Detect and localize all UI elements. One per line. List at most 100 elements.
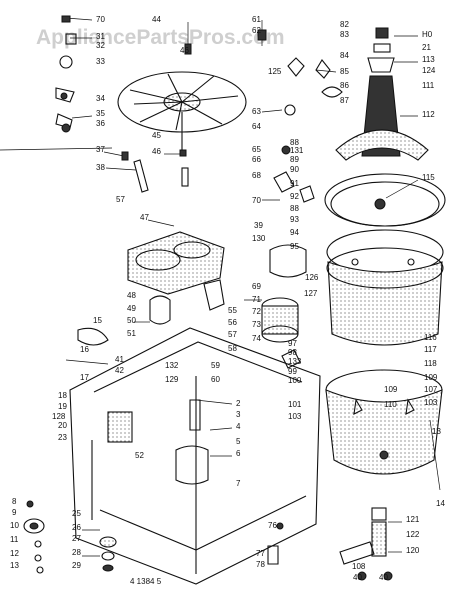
part-number-label: 85 bbox=[340, 67, 349, 76]
part-number-label: 13 bbox=[10, 561, 19, 570]
part-number-label: 115 bbox=[422, 173, 435, 182]
part-number-label: 36 bbox=[96, 119, 105, 128]
part-number-label: 103 bbox=[288, 412, 302, 421]
part-number-label: 2 bbox=[236, 399, 241, 408]
part-number-label: 66 bbox=[252, 155, 261, 164]
part-number-label: 120 bbox=[406, 546, 420, 555]
watermark: AppliancePartsPros.com bbox=[36, 26, 285, 49]
part-number-label: 73 bbox=[252, 320, 261, 329]
part-number-label: 38 bbox=[96, 163, 105, 172]
part-number-label: 113 bbox=[422, 55, 435, 64]
part-number-label: 46 bbox=[152, 147, 161, 156]
part-number-label: 91 bbox=[290, 179, 299, 188]
part-number-label: 7 bbox=[236, 479, 241, 488]
part-number-label: 83 bbox=[340, 30, 349, 39]
part-number-label: 82 bbox=[340, 20, 349, 29]
part-number-label: 27 bbox=[72, 534, 81, 543]
part-number-label: 34 bbox=[96, 94, 105, 103]
part-number-label: 86 bbox=[340, 81, 349, 90]
part-number-label: 132 bbox=[165, 361, 179, 370]
part-number-label: 63 bbox=[252, 107, 261, 116]
part-number-label: 59 bbox=[211, 361, 220, 370]
part-number-label: 40 bbox=[353, 573, 362, 582]
part-number-label: 28 bbox=[72, 548, 81, 557]
part-number-label: 44 bbox=[152, 15, 161, 24]
cabinet bbox=[65, 327, 321, 585]
part-number-label: 109 bbox=[424, 373, 438, 382]
part-number-label: 129 bbox=[165, 375, 179, 384]
part-number-label: 93 bbox=[290, 215, 299, 224]
transmission bbox=[127, 219, 225, 325]
part-number-label: 122 bbox=[406, 530, 420, 539]
drive-spider bbox=[117, 22, 247, 187]
part-number-label: 23 bbox=[58, 433, 67, 442]
part-number-label: 70 bbox=[252, 196, 261, 205]
part-number-label: 76 bbox=[268, 521, 277, 530]
part-number-label: 65 bbox=[252, 145, 261, 154]
agitator-assembly bbox=[315, 27, 429, 161]
pump-motor bbox=[244, 244, 307, 369]
part-number-label: 78 bbox=[256, 560, 265, 569]
part-number-label: 88 bbox=[290, 138, 299, 147]
part-number-label: 41 bbox=[115, 355, 124, 364]
part-number-label: 109 bbox=[384, 385, 398, 394]
part-number-label: 45 bbox=[152, 131, 161, 140]
part-number-label: 12 bbox=[10, 549, 19, 558]
base-parts bbox=[23, 500, 117, 574]
part-number-label: 101 bbox=[288, 400, 302, 409]
part-number-label: 64 bbox=[252, 122, 261, 131]
part-number-label: 110 bbox=[384, 400, 397, 409]
part-number-label: 42 bbox=[115, 366, 124, 375]
part-number-label: 8 bbox=[12, 497, 17, 506]
part-number-label: 111 bbox=[422, 81, 435, 90]
part-number-label: 94 bbox=[290, 228, 299, 237]
part-number-label: 84 bbox=[340, 51, 349, 60]
part-number-label: 52 bbox=[135, 451, 144, 460]
part-number-label: 97 bbox=[288, 339, 297, 348]
center-linkage bbox=[257, 20, 315, 203]
part-number-label: 130 bbox=[252, 234, 266, 243]
part-number-label: 92 bbox=[290, 192, 299, 201]
part-number-label: 95 bbox=[290, 242, 299, 251]
figure-code: 4 1384 5 bbox=[130, 577, 162, 586]
part-number-label: 88 bbox=[290, 204, 299, 213]
part-number-label: 128 bbox=[52, 412, 66, 421]
part-number-label: 35 bbox=[96, 109, 105, 118]
part-number-label: 11 bbox=[10, 535, 19, 544]
part-number-label: 51 bbox=[127, 329, 136, 338]
part-number-label: 50 bbox=[127, 316, 136, 325]
part-number-label: 124 bbox=[422, 66, 436, 75]
left-fittings bbox=[0, 15, 149, 193]
part-number-label: 131 bbox=[290, 146, 304, 155]
part-number-label: 55 bbox=[228, 306, 237, 315]
part-number-label: 46 bbox=[180, 46, 189, 55]
part-number-label: 15 bbox=[93, 316, 102, 325]
part-number-label: 89 bbox=[290, 155, 299, 164]
part-number-label: 121 bbox=[406, 515, 420, 524]
part-number-label: 14 bbox=[436, 499, 445, 508]
part-number-label: 16 bbox=[80, 345, 89, 354]
part-number-label: 99 bbox=[288, 367, 297, 376]
part-number-label: 74 bbox=[252, 334, 261, 343]
part-number-label: 13 bbox=[432, 427, 441, 436]
part-number-label: 47 bbox=[140, 213, 149, 222]
part-number-label: 90 bbox=[290, 165, 299, 174]
part-number-label: 3 bbox=[236, 410, 241, 419]
part-number-label: 18 bbox=[58, 391, 67, 400]
part-number-label: 37 bbox=[96, 145, 105, 154]
part-number-label: 126 bbox=[305, 273, 319, 282]
part-number-label: 31 bbox=[96, 32, 105, 41]
part-number-label: 40 bbox=[379, 573, 388, 582]
part-number-label: 133 bbox=[288, 357, 302, 366]
part-number-label: 100 bbox=[288, 376, 302, 385]
part-number-label: 118 bbox=[424, 359, 437, 368]
part-number-label: 127 bbox=[304, 289, 318, 298]
part-number-label: 20 bbox=[58, 421, 67, 430]
part-number-label: 68 bbox=[252, 171, 261, 180]
part-number-label: 87 bbox=[340, 96, 349, 105]
part-number-label: 98 bbox=[288, 348, 297, 357]
part-number-label: 108 bbox=[352, 562, 366, 571]
part-number-label: 60 bbox=[211, 375, 220, 384]
part-number-label: 69 bbox=[252, 282, 261, 291]
